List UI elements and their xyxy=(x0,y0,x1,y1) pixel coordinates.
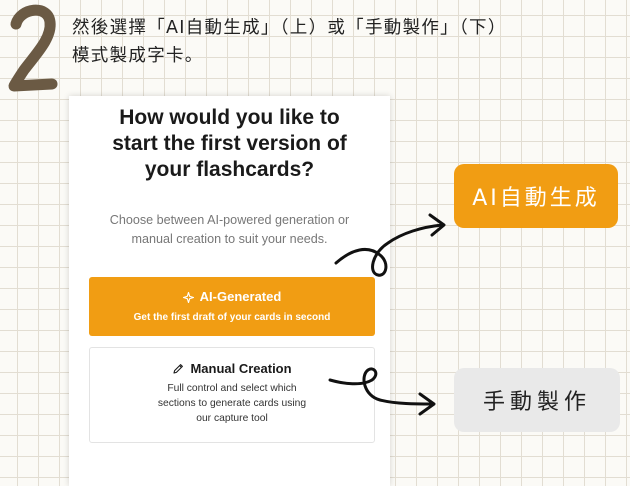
pencil-icon xyxy=(173,364,184,374)
dialog-title-line: your flashcards? xyxy=(144,158,315,181)
manual-tag-label: 手動製作 xyxy=(482,390,591,415)
dialog-description-line: manual creation to suit your needs. xyxy=(131,232,328,246)
manual-option-subtitle: Full control and select which sections t… xyxy=(90,381,374,426)
sparkle-icon xyxy=(182,291,194,303)
manual-option-subtitle-line: Full control and select which xyxy=(167,383,297,394)
step-number-graphic xyxy=(8,4,58,92)
manual-option-subtitle-line: sections to generate cards using xyxy=(157,398,307,409)
manual-creation-annotation-tag: 手動製作 xyxy=(454,368,620,432)
ai-tag-label: AI自動生成 xyxy=(472,186,600,211)
dialog-title-line: start the first version of xyxy=(112,132,347,155)
ai-generated-option-button[interactable]: AI-Generated Get the first draft of your… xyxy=(89,277,375,336)
dialog-title-line: How would you like to xyxy=(119,106,340,129)
flashcard-mode-dialog: How would you like to start the first ve… xyxy=(69,96,390,486)
dialog-title: How would you like to start the first ve… xyxy=(69,105,390,183)
instruction-line-1: 然後選擇「AI自動生成」（上）或「手動製作」（下） xyxy=(72,18,507,38)
manual-creation-option-button[interactable]: Manual Creation Full control and select … xyxy=(89,347,375,443)
manual-option-subtitle-line: our capture tool xyxy=(196,413,268,424)
manual-option-title: Manual Creation xyxy=(190,361,292,376)
ai-option-subtitle: Get the first draft of your cards in sec… xyxy=(133,312,331,323)
manual-option-arrow xyxy=(328,367,436,416)
ai-generated-annotation-tag: AI自動生成 xyxy=(454,164,618,228)
dialog-description: Choose between AI-powered generation or … xyxy=(91,211,368,249)
instruction-line-2: 模式製成字卡。 xyxy=(72,46,204,66)
ai-option-title: AI-Generated xyxy=(199,289,282,304)
instruction-text: 然後選擇「AI自動生成」（上）或「手動製作」（下） 模式製成字卡。 xyxy=(72,14,624,70)
ai-option-arrow xyxy=(334,213,446,277)
dialog-description-line: Choose between AI-powered generation or xyxy=(109,213,350,227)
